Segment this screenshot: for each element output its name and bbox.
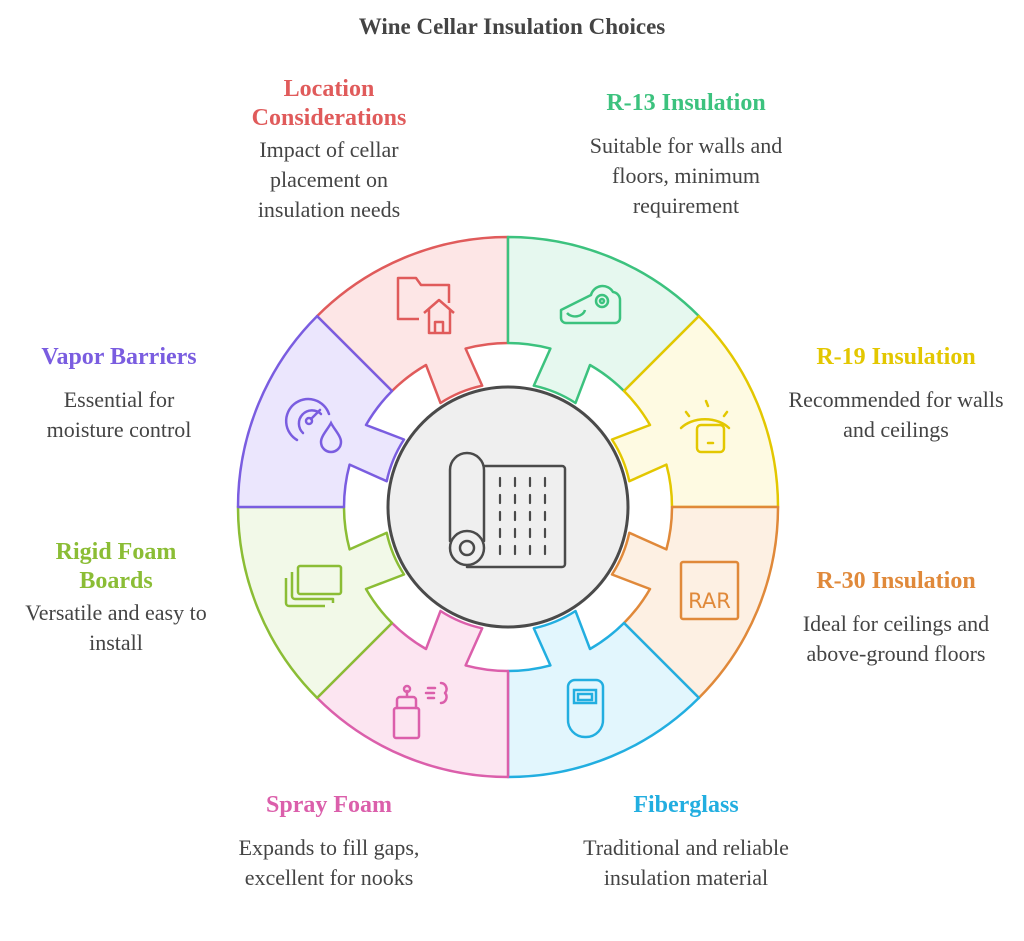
insulation-roll-icon: [448, 451, 567, 569]
tape-dispenser-icon: [559, 284, 622, 325]
item-description: Versatile and easy to install: [25, 600, 207, 655]
segment-r13: [506, 235, 701, 405]
label-rigid-foam: Rigid Foam Boards Versatile and easy to …: [0, 538, 246, 658]
segment-vapor: [236, 314, 406, 509]
segment-r19: [610, 314, 780, 509]
diagram-title: Wine Cellar Insulation Choices: [358, 14, 666, 39]
item-title: Spray Foam: [266, 792, 392, 818]
item-title: R-19 Insulation: [816, 344, 976, 370]
stacked-boards-icon: [284, 564, 343, 608]
item-description: Traditional and reliable insulation mate…: [583, 835, 789, 890]
item-description: Expands to fill gaps, excellent for nook…: [238, 835, 420, 890]
item-description: Recommended for walls and ceilings: [788, 387, 1004, 442]
item-description: Essential for moisture control: [46, 387, 192, 442]
item-title: Vapor Barriers: [41, 344, 197, 370]
item-description: Impact of cellar placement on insulation…: [257, 137, 401, 222]
lamp-icon: [679, 399, 731, 454]
rar-label: RAR: [688, 589, 731, 613]
segment-r30: [610, 505, 780, 700]
label-vapor-barriers: Vapor Barriers Essential for moisture co…: [0, 343, 249, 445]
item-description: Ideal for ceilings and above-ground floo…: [802, 611, 990, 666]
label-location: Location Considerations Impact of cellar…: [199, 75, 459, 225]
label-r30: R-30 Insulation Ideal for ceilings and a…: [766, 567, 1024, 669]
item-title: Fiberglass: [633, 792, 739, 818]
humidity-gauge-icon: [284, 397, 343, 454]
spray-can-icon: [392, 681, 448, 740]
label-spray-foam: Spray Foam Expands to fill gaps, excelle…: [199, 791, 459, 893]
item-title: Rigid Foam Boards: [55, 539, 177, 594]
folder-home-icon: [396, 276, 455, 335]
item-title: R-13 Insulation: [606, 90, 766, 116]
center-circle: [386, 385, 630, 629]
segment-rigid: [236, 505, 406, 700]
welding-mask-icon: [566, 678, 605, 739]
item-description: Suitable for walls and floors, minimum r…: [589, 133, 783, 218]
item-title: Location Considerations: [251, 76, 407, 131]
label-fiberglass: Fiberglass Traditional and reliable insu…: [556, 791, 816, 893]
rar-file-icon: RAR: [679, 560, 740, 621]
item-title: R-30 Insulation: [816, 568, 976, 594]
label-r13: R-13 Insulation Suitable for walls and f…: [556, 89, 816, 221]
segment-spray: [315, 609, 510, 779]
label-r19: R-19 Insulation Recommended for walls an…: [766, 343, 1024, 445]
